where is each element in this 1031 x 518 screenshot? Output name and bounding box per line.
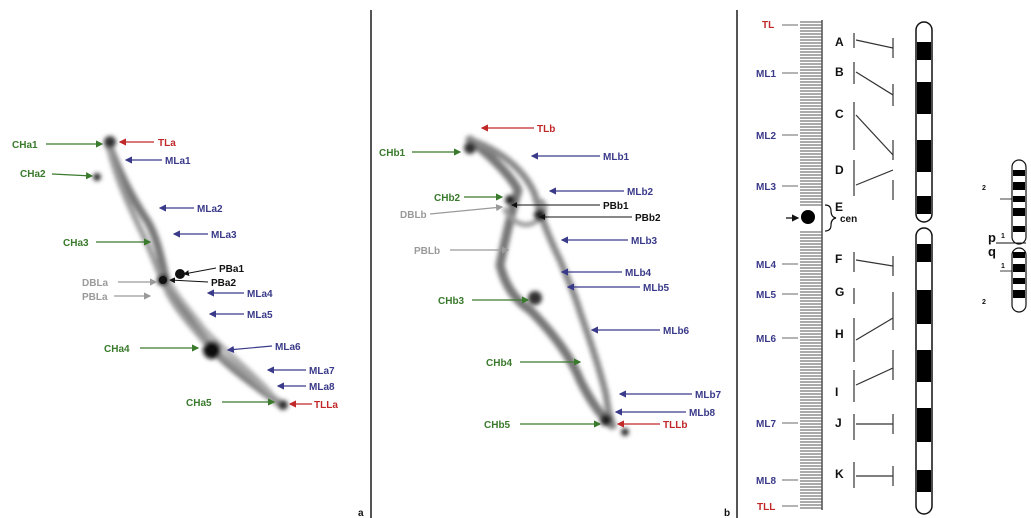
label-chb5: CHb5 bbox=[484, 420, 511, 431]
label-pbla: PBLa bbox=[82, 292, 108, 303]
centromere-brace bbox=[824, 204, 837, 232]
label-chb2: CHb2 bbox=[434, 193, 461, 204]
ladder-ml8: ML8 bbox=[756, 476, 776, 487]
label-chb3: CHb3 bbox=[438, 296, 465, 307]
label-pbb1: PBb1 bbox=[603, 201, 629, 212]
label-cha5: CHa5 bbox=[186, 398, 212, 409]
ideogram-band-q1: 1 bbox=[1001, 263, 1005, 270]
label-cha4: CHa4 bbox=[104, 344, 130, 355]
segment-g: G bbox=[835, 285, 844, 299]
label-mla5: MLa5 bbox=[247, 310, 273, 321]
ladder-ml2: ML2 bbox=[756, 131, 776, 142]
ideogram-p-arm: p bbox=[988, 230, 996, 245]
label-mla8: MLa8 bbox=[309, 382, 335, 393]
segment-b: B bbox=[835, 65, 844, 79]
segment-connectors bbox=[853, 33, 894, 488]
label-chb1: CHb1 bbox=[379, 148, 406, 159]
label-dbla: DBLa bbox=[82, 278, 109, 289]
label-mla1: MLa1 bbox=[165, 156, 191, 167]
ladder-tll: TLL bbox=[757, 502, 775, 513]
centromere-dot bbox=[801, 210, 815, 224]
pba2-dot bbox=[159, 276, 167, 284]
label-chb4: CHb4 bbox=[486, 358, 513, 369]
label-pbb2: PBb2 bbox=[635, 213, 661, 224]
segment-h: H bbox=[835, 327, 844, 341]
panel-a: CHa1 TLa MLa1 CHa2 MLa2 MLa3 CHa3 PBa1 P… bbox=[12, 136, 364, 518]
label-pba2: PBa2 bbox=[211, 278, 236, 289]
label-mla6: MLa6 bbox=[275, 342, 301, 353]
label-tllb: TLLb bbox=[663, 420, 687, 431]
label-mlb7: MLb7 bbox=[695, 390, 722, 401]
label-pblb: PBLb bbox=[414, 246, 440, 257]
ladder-ticks bbox=[800, 21, 822, 509]
label-tla: TLa bbox=[158, 138, 176, 149]
label-cha1: CHa1 bbox=[12, 140, 38, 151]
label-mlb6: MLb6 bbox=[663, 326, 690, 337]
label-mlb1: MLb1 bbox=[603, 152, 630, 163]
ladder-ml7: ML7 bbox=[756, 419, 776, 430]
label-cha2: CHa2 bbox=[20, 169, 46, 180]
ideogram-band-q2: 2 bbox=[982, 299, 986, 306]
segment-e: E bbox=[835, 200, 843, 214]
ideogram-band-p1: 1 bbox=[1001, 233, 1005, 240]
ideogram: p q 2 1 1 2 bbox=[982, 159, 1027, 313]
label-mlb8: MLb8 bbox=[689, 408, 716, 419]
segment-f: F bbox=[835, 252, 842, 266]
panel-letter-a: a bbox=[358, 508, 364, 518]
ideogram-band-p2: 2 bbox=[982, 185, 986, 192]
pba1-dot bbox=[175, 269, 185, 279]
bivalent-b-image bbox=[464, 135, 629, 436]
label-mla7: MLa7 bbox=[309, 366, 335, 377]
segment-j: J bbox=[835, 416, 842, 430]
banded-chromosome bbox=[915, 21, 933, 515]
label-mla2: MLa2 bbox=[197, 204, 223, 215]
label-mla4: MLa4 bbox=[247, 289, 273, 300]
ideogram-q-arm: q bbox=[988, 244, 996, 259]
centromere-label: cen bbox=[840, 214, 857, 225]
label-tlb: TLb bbox=[537, 124, 555, 135]
label-mlb5: MLb5 bbox=[643, 283, 670, 294]
label-tlla: TLLa bbox=[314, 400, 338, 411]
segment-a: A bbox=[835, 35, 844, 49]
segment-k: K bbox=[835, 467, 844, 481]
label-dblb: DBLb bbox=[400, 210, 427, 221]
segment-d: D bbox=[835, 163, 844, 177]
label-mla3: MLa3 bbox=[211, 230, 237, 241]
label-mlb3: MLb3 bbox=[631, 236, 658, 247]
segment-c: C bbox=[835, 107, 844, 121]
panel-b: TLb CHb1 MLb1 MLb2 CHb2 PBb1 DBLb PBb2 M… bbox=[379, 124, 730, 518]
label-mlb4: MLb4 bbox=[625, 268, 652, 279]
ladder-ml6: ML6 bbox=[756, 334, 776, 345]
ladder-ml4: ML4 bbox=[756, 260, 776, 271]
label-mlb2: MLb2 bbox=[627, 187, 654, 198]
ladder-ml1: ML1 bbox=[756, 69, 776, 80]
ladder-ml5: ML5 bbox=[756, 290, 776, 301]
ladder-tl: TL bbox=[762, 20, 774, 31]
segment-i: I bbox=[835, 385, 838, 399]
panel-letter-b: b bbox=[724, 508, 730, 518]
label-cha3: CHa3 bbox=[63, 238, 89, 249]
label-pba1: PBa1 bbox=[219, 264, 244, 275]
ladder-ml3: ML3 bbox=[756, 182, 776, 193]
panel-c: TL ML1 ML2 ML3 ML4 ML5 ML6 ML7 ML8 TLL c… bbox=[756, 20, 933, 515]
